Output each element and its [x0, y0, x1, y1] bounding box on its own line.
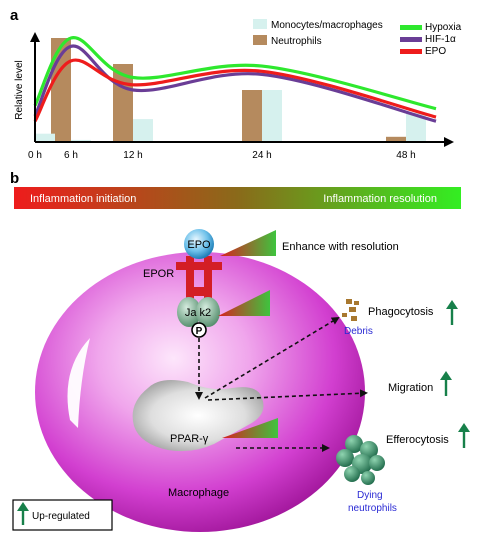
legend-swatch [400, 49, 422, 54]
enhance-label: Enhance with resolution [282, 241, 399, 253]
inflammation-initiation-label: Inflammation initiation [30, 193, 136, 205]
monocyte-bar [262, 90, 282, 142]
legend-box: Up-regulated [12, 499, 113, 531]
x-axis-arrow-icon [444, 137, 454, 147]
epor-label: EPOR [143, 268, 174, 280]
phospho-label: P [196, 326, 203, 337]
monocyte-bar [406, 112, 426, 142]
arrow-to-migration [207, 389, 368, 401]
legend-label: Hypoxia [425, 22, 462, 33]
phagocytosis-label: Phagocytosis [368, 306, 434, 318]
migration-label: Migration [388, 382, 433, 394]
up-arrow-icon [458, 423, 470, 448]
x-tick-label: 48 h [396, 150, 415, 161]
x-tick-label: 6 h [64, 150, 78, 161]
up-arrow-icon [440, 371, 452, 396]
jak2-gradient-triangle [218, 290, 270, 316]
legend-label: Monocytes/macrophages [271, 20, 383, 31]
series-line-hif-1- [33, 44, 437, 123]
epo-gradient-triangle [220, 230, 276, 256]
macrophage-label: Macrophage [168, 487, 229, 499]
up-arrow-icon [17, 502, 29, 511]
up-arrows [440, 300, 470, 448]
up-arrow-icon [446, 300, 458, 325]
phospho-marker [191, 322, 207, 338]
signal-arrows [195, 316, 368, 452]
panel-b: b Inflammation initiation Inflammation r… [10, 170, 470, 532]
efferocytosis-label: Efferocytosis [386, 434, 449, 446]
legend-label: HIF-1α [425, 34, 456, 45]
legend-swatch [253, 19, 267, 29]
series-line-hypoxia [33, 36, 437, 111]
jak2-left [177, 297, 201, 327]
inflammation-gradient-bar [14, 187, 461, 209]
legend-label: EPO [425, 46, 446, 57]
dying-neutrophils-icon [336, 435, 385, 485]
y-axis-label: Relative level [14, 60, 25, 119]
x-tick-label: 12 h [123, 150, 142, 161]
jak2-right [196, 297, 220, 327]
legend-swatch [400, 37, 422, 42]
debris-icon [342, 299, 359, 321]
chart-plot: 0 h 6 h 12 h 24 h 48 h [28, 32, 454, 161]
arrow-to-phagocytosis [204, 316, 340, 399]
monocyte-bar [133, 119, 153, 142]
series-line-epo [33, 58, 437, 123]
inflammation-resolution-label: Inflammation resolution [323, 193, 437, 205]
pparg-gradient-triangle [222, 418, 278, 438]
neutrophil-bar [386, 136, 406, 142]
x-tick-label: 0 h [28, 150, 42, 161]
epo-label: EPO [187, 239, 211, 251]
monocyte-bar [71, 139, 91, 142]
up-regulated-label: Up-regulated [32, 511, 90, 522]
dying-label-2: neutrophils [348, 503, 397, 514]
x-tick-label: 24 h [252, 150, 271, 161]
monocyte-bar [35, 133, 55, 142]
legend-swatch [253, 35, 267, 45]
epo-receptor [176, 256, 222, 304]
panel-b-label: b [10, 170, 19, 187]
panel-a-label: a [10, 7, 19, 24]
pparg-label: PPAR-γ [170, 433, 209, 445]
dying-label-1: Dying [357, 490, 383, 501]
epo-ligand [184, 229, 214, 259]
legend-swatch [400, 25, 422, 30]
y-axis-arrow-icon [30, 32, 40, 42]
cell-highlight [67, 338, 90, 428]
debris-label: Debris [344, 326, 373, 337]
nucleus [132, 380, 264, 452]
panel-a: a Relative level 0 h 6 h 12 h 24 h 48 h Mono… [10, 7, 462, 161]
jak2-label: Ja k2 [185, 307, 211, 319]
neutrophil-bar [242, 90, 262, 142]
legend-label: Neutrophils [271, 36, 322, 47]
